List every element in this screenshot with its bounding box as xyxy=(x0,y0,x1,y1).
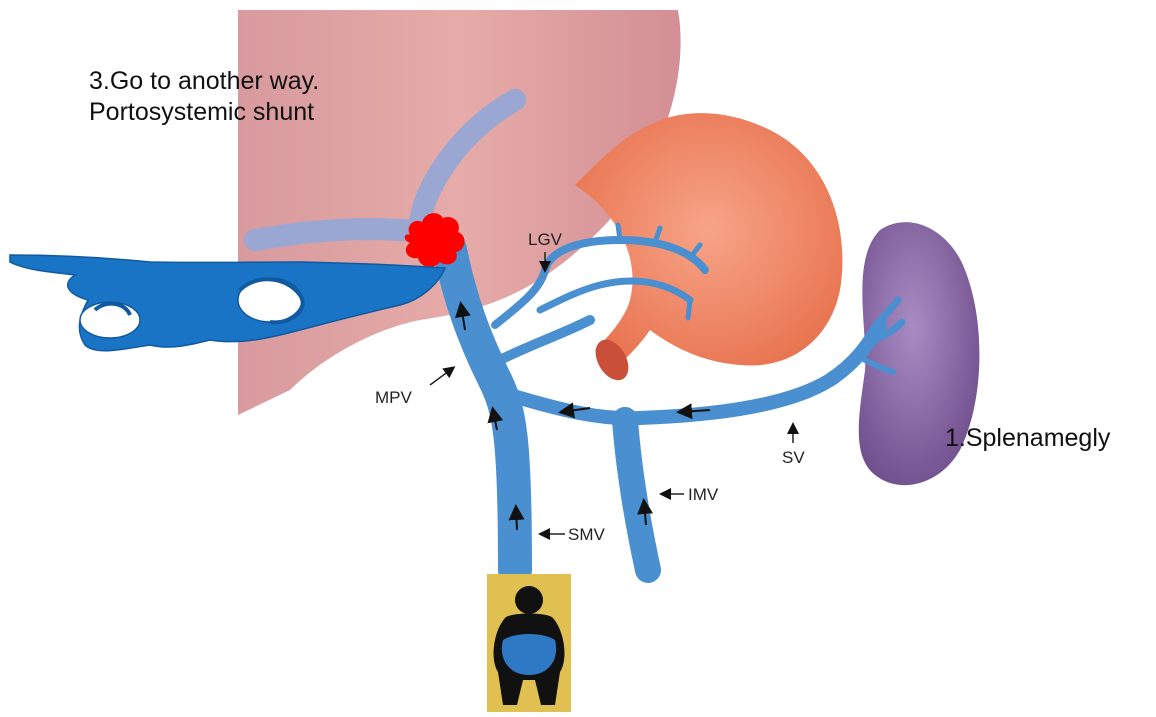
vessel-label-imv: IMV xyxy=(662,485,719,504)
mpv-label: MPV xyxy=(375,388,413,407)
splenomegaly-caption: 1.Splenamegly xyxy=(945,423,1110,454)
vessel-label-mpv: MPV xyxy=(375,368,453,407)
shunt-caption-line1: 3.Go to another way. xyxy=(89,66,319,97)
lgv-label: LGV xyxy=(528,230,563,249)
vessel-label-sv: SV xyxy=(782,425,805,467)
stomach-shape xyxy=(575,113,842,386)
sv-label: SV xyxy=(782,448,805,467)
shunt-caption-line2: Portosystemic shunt xyxy=(89,97,319,128)
ascites-person-icon xyxy=(487,574,571,712)
smv-label: SMV xyxy=(568,525,606,544)
vessel-label-smv: SMV xyxy=(541,525,606,544)
collateral-varices-shape xyxy=(10,255,445,351)
imv-label: IMV xyxy=(688,485,719,504)
shunt-caption: 3.Go to another way. Portosystemic shunt xyxy=(89,66,319,128)
